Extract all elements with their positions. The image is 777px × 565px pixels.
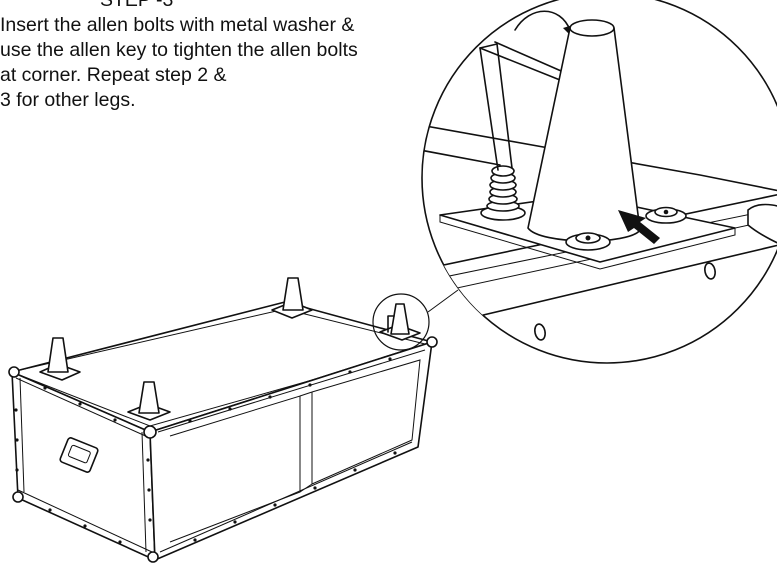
bolt-with-washer: [480, 165, 526, 221]
instruction-line-2: use the allen key to tighten the allen b…: [0, 39, 358, 61]
insert-arrow-icon: [618, 210, 660, 244]
magnifier-leader-line: [427, 289, 459, 313]
cabinet-drawing: [8, 277, 459, 563]
handle-icon: [59, 437, 99, 473]
step-title: STEP -3: [100, 0, 174, 11]
instruction-line-3: at corner. Repeat step 2 &: [0, 64, 227, 86]
leg-front-right: [127, 381, 171, 421]
instruction-line-1: Insert the allen bolts with metal washer…: [0, 14, 355, 36]
hex-bolt-back: [645, 206, 687, 224]
leg-back-left: [271, 277, 313, 319]
tapered-leg: [527, 19, 641, 242]
hex-bolt-front: [565, 232, 611, 251]
cabinet-side-face: [149, 341, 433, 561]
rotation-arrow-icon: [514, 10, 571, 31]
step-instructions: STEP -3 Insert the allen bolts with meta…: [0, 0, 470, 113]
leg-front-left: [39, 337, 81, 381]
magnifier-circle: [372, 293, 430, 351]
detail-drawing: [422, 10, 777, 341]
leg-back-right: [379, 303, 421, 341]
instruction-line-4: 3 for other legs.: [0, 89, 136, 111]
